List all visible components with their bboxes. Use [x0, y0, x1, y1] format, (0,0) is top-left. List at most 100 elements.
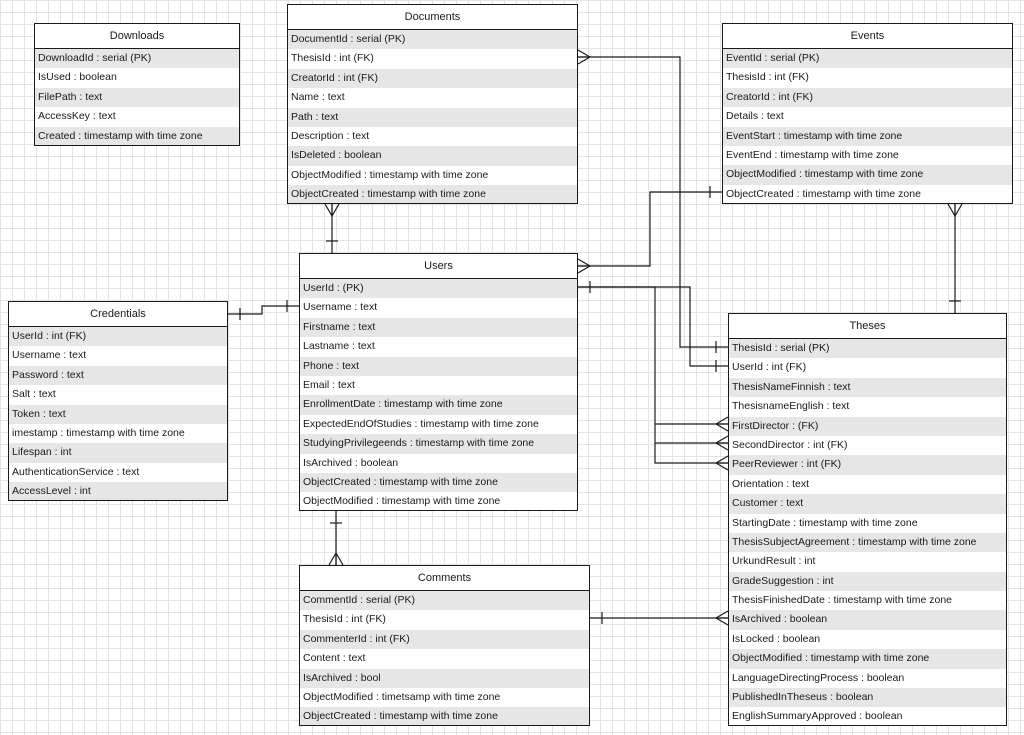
crows-foot-many-marker — [577, 258, 591, 267]
field-row: IsUsed : boolean — [38, 71, 117, 84]
field-row: Password : text — [9, 365, 227, 386]
field-row: Lifespan : int — [9, 443, 227, 463]
field-row: PublishedInTheseus : boolean — [729, 688, 1006, 708]
field-row: ThesisId : int (FK) — [726, 71, 809, 84]
field-row: IsArchived : boolean — [729, 610, 1006, 630]
crows-foot-many-marker — [954, 203, 963, 217]
field-row: Email : text — [303, 378, 355, 391]
crows-foot-many-marker — [335, 552, 344, 566]
entity-title: Events — [723, 24, 1012, 49]
field-row: UserId : (PK) — [300, 279, 577, 299]
field-row: IsArchived : bool — [300, 668, 589, 688]
entity-fields: CommentId : serial (PK) ThesisId : int (F… — [300, 591, 589, 725]
entity-title: Theses — [729, 314, 1006, 339]
field-row: CommentId : serial (PK) — [300, 591, 589, 611]
field-row: CommenterId : int (FK) — [300, 629, 589, 650]
field-row: ThesisFinishedDate : timestamp with time… — [732, 594, 953, 607]
field-row: EnglishSummaryApproved : boolean — [732, 710, 903, 723]
field-row: Lastname : text — [303, 340, 375, 353]
crows-foot-many-marker — [715, 435, 729, 444]
field-row: ObjectCreated : timestamp with time zone — [300, 707, 589, 725]
field-row: Firstname : text — [300, 317, 577, 338]
entity-credentials[interactable]: Credentials UserId : int (FK) Username : … — [8, 301, 228, 501]
entity-title: Credentials — [9, 302, 227, 327]
crows-foot-many-marker — [947, 203, 956, 217]
field-row: ThesisNameFinnish : text — [729, 377, 1006, 398]
field-row: LanguageDirectingProcess : boolean — [732, 671, 905, 684]
field-row: Username : text — [12, 349, 87, 362]
field-row: Phone : text — [300, 356, 577, 376]
field-row: ObjectCreated : timestamp with time zone — [300, 472, 577, 493]
field-row: Details : text — [726, 110, 784, 123]
field-row: PeerReviewer : int (FK) — [729, 455, 1006, 475]
field-row: Salt : text — [12, 388, 56, 401]
field-row: SecondDirector : int (FK) — [732, 438, 848, 451]
field-row: EventEnd : timestamp with time zone — [726, 148, 899, 161]
field-row: IsDeleted : boolean — [288, 146, 577, 166]
crows-foot-many-marker — [715, 416, 729, 425]
entity-fields: DownloadId : serial (PK) IsUsed : boolean… — [35, 49, 239, 145]
field-row: EnrollmentDate : timestamp with time zon… — [300, 395, 577, 415]
crows-foot-many-marker — [331, 203, 340, 217]
entity-title: Users — [300, 254, 577, 279]
field-row: ThesisnameEnglish : text — [732, 400, 850, 413]
field-row: CreatorId : int (FK) — [723, 87, 1012, 108]
crows-foot-many-marker — [577, 49, 591, 58]
field-row: ThesisSubjectAgreement : timestamp with … — [729, 532, 1006, 553]
crows-foot-many-marker — [715, 423, 729, 432]
field-row: GradeSuggestion : int — [729, 571, 1006, 592]
entity-theses[interactable]: Theses ThesisId : serial (PK) UserId : in… — [728, 313, 1007, 726]
field-row: ThesisId : int (FK) — [303, 613, 386, 626]
field-row: EventStart : timestamp with time zone — [723, 126, 1012, 146]
field-row: Username : text — [303, 301, 378, 314]
field-row: Content : text — [303, 652, 366, 665]
entity-title: Documents — [288, 5, 577, 30]
field-row: ObjectModified : timetsamp with time zon… — [303, 690, 501, 703]
field-row: Path : text — [288, 107, 577, 127]
entity-fields: EventId : serial (PK) ThesisId : int (FK)… — [723, 49, 1012, 203]
field-row: UserId : int (FK) — [9, 327, 227, 347]
field-row: Orientation : text — [732, 477, 810, 490]
field-row: AuthenticationService : text — [12, 465, 140, 478]
field-row: ObjectCreated : timestamp with time zone — [288, 185, 577, 203]
crows-foot-many-marker — [715, 455, 729, 464]
entity-title: Downloads — [35, 24, 239, 49]
field-row: Token : text — [9, 404, 227, 424]
field-row: ObjectCreated : timestamp with time zone — [726, 187, 921, 200]
field-row: DocumentId : serial (PK) — [288, 30, 577, 50]
field-row: ThesisId : serial (PK) — [729, 339, 1006, 359]
crows-foot-many-marker — [577, 265, 591, 274]
field-row: StudyingPrivilegeends : timestamp with t… — [300, 434, 577, 454]
field-row: UserId : int (FK) — [732, 361, 807, 374]
field-row: AccessKey : text — [38, 110, 116, 123]
field-row: FirstDirector : (FK) — [729, 416, 1006, 436]
crows-foot-many-marker — [715, 617, 729, 626]
field-row: ObjectModified : timestamp with time zon… — [291, 168, 489, 181]
field-row: ObjectModified : timestamp with time zon… — [303, 495, 501, 508]
entity-downloads[interactable]: Downloads DownloadId : serial (PK) IsUsed… — [34, 23, 240, 146]
field-row: IsLocked : boolean — [732, 632, 821, 645]
entity-fields: ThesisId : serial (PK) UserId : int (FK) T… — [729, 339, 1006, 725]
crows-foot-many-marker — [328, 552, 337, 566]
crows-foot-many-marker — [715, 610, 729, 619]
relationship-line — [578, 286, 728, 464]
entity-comments[interactable]: Comments CommentId : serial (PK) ThesisId… — [299, 565, 590, 726]
relationship-line — [228, 305, 299, 315]
field-row: imestamp : timestamp with time zone — [12, 426, 185, 439]
entity-events[interactable]: Events EventId : serial (PK) ThesisId : i… — [722, 23, 1013, 204]
field-row: ObjectModified : timestamp with time zon… — [729, 649, 1006, 669]
field-row: CreatorId : int (FK) — [288, 68, 577, 89]
field-row: EventId : serial (PK) — [723, 49, 1012, 69]
field-row: ObjectModified : timestamp with time zon… — [723, 165, 1012, 185]
entity-title: Comments — [300, 566, 589, 591]
field-row: IsArchived : boolean — [303, 456, 399, 469]
crows-foot-many-marker — [324, 203, 333, 217]
field-row: FilePath : text — [35, 87, 239, 108]
field-row: DownloadId : serial (PK) — [35, 49, 239, 69]
entity-documents[interactable]: Documents DocumentId : serial (PK)Thesis… — [287, 4, 578, 204]
